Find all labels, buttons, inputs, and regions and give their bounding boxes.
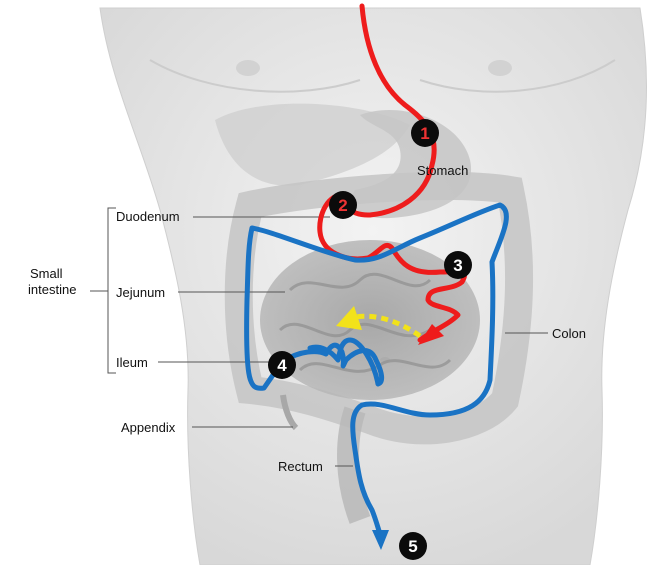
marker-1: 1: [411, 119, 439, 147]
svg-text:1: 1: [420, 124, 429, 143]
small-intestine-bracket: [108, 208, 116, 373]
colon-label: Colon: [552, 326, 586, 341]
jejunum-label: Jejunum: [116, 285, 165, 300]
svg-text:5: 5: [408, 537, 417, 556]
nipple-right: [488, 60, 512, 76]
small-intestine-label-line2: intestine: [28, 282, 76, 297]
ileum-label: Ileum: [116, 355, 148, 370]
small-intestine-label-line1: Small: [30, 266, 63, 281]
marker-4: 4: [268, 351, 296, 379]
appendix-label: Appendix: [121, 420, 175, 435]
marker-3: 3: [444, 251, 472, 279]
svg-text:4: 4: [277, 356, 287, 375]
nipple-left: [236, 60, 260, 76]
marker-2: 2: [329, 191, 357, 219]
svg-text:2: 2: [338, 196, 347, 215]
duodenum-label: Duodenum: [116, 209, 180, 224]
stomach-label: Stomach: [417, 163, 468, 178]
marker-5: 5: [399, 532, 427, 560]
svg-text:3: 3: [453, 256, 462, 275]
rectum-label: Rectum: [278, 459, 323, 474]
